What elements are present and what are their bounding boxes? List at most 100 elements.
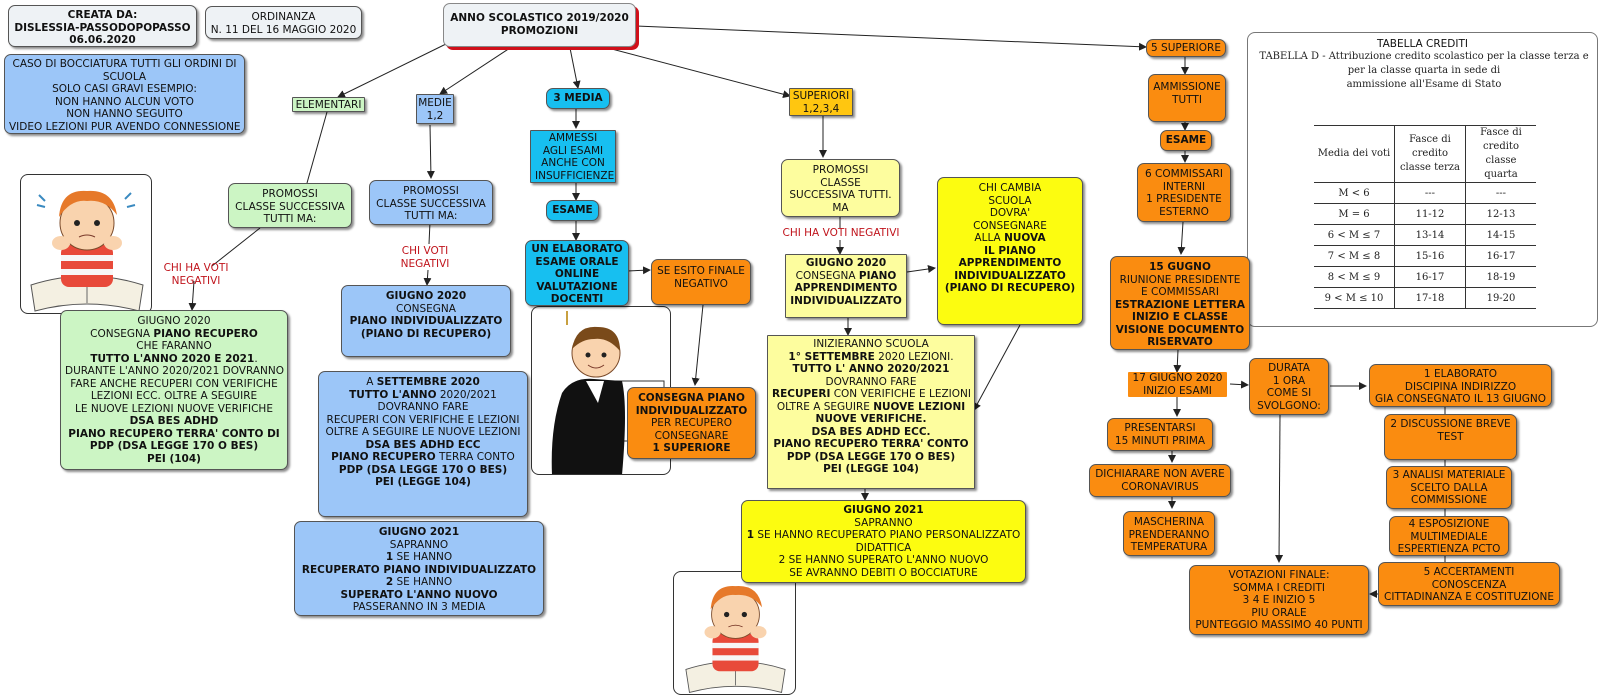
elaborato-line: VALUTAZIONE (536, 280, 618, 293)
text-run: VISIONE DOCUMENTO (1115, 323, 1245, 336)
text-run: TUTTO L'ANNO 2020 E 2021 (90, 352, 255, 365)
text-run: 1 (385, 551, 394, 563)
text-line: RECUPERATO PIANO INDIVIDUALIZZATO (299, 564, 539, 577)
text-run: NUOVE LEZIONI (873, 400, 966, 413)
votazioni-line: VOTAZIONI FINALE: (1228, 569, 1330, 581)
text-line: GIUGNO 2021 (746, 504, 1021, 517)
text-run: 1 (746, 529, 755, 541)
text-line: VISIONE DOCUMENTO (1115, 324, 1245, 337)
label-line: CHI VOTI (401, 245, 449, 257)
step-line: 2 DISCUSSIONE BREVE (1390, 418, 1511, 430)
presentarsi-line: PRESENTARSI (1124, 422, 1196, 434)
text-run: TUTTO L' ANNO 2020/2021 (792, 363, 950, 375)
table-cell: 8 < M ≤ 9 (1314, 266, 1395, 288)
text-run: DSA BES ADHD ECC (365, 438, 481, 451)
text-line: GIUGNO 2020 (65, 315, 283, 328)
text-line: GIUGNO 2020 (346, 290, 506, 303)
medie-title-line: MEDIE (418, 97, 452, 109)
text-run: INIZIERANNO SCUOLA (813, 338, 929, 350)
text-run: RISERVATO (1147, 336, 1213, 348)
text-run: PIANO INDIVIDUALIZZATO (349, 315, 503, 327)
text-run: PIANO RECUPERO TERRA' CONTO (773, 438, 969, 450)
step-line: 4 ESPOSIZIONE (1408, 518, 1490, 530)
root-node: ANNO SCOLASTICO 2019/2020 PROMOZIONI (443, 3, 636, 47)
text-line: PASSERANNO IN 3 MEDIA (299, 601, 539, 614)
text-run: A (366, 376, 377, 388)
text-run: SE HANNO RECUPERATO PIANO PERSONALIZZATO (754, 529, 1021, 541)
text-run: LEZIONI ECC. OLTRE A SEGUIRE (90, 390, 258, 402)
text-run: SE HANNO (393, 576, 453, 588)
text-run: OLTRE A SEGUIRE (776, 400, 874, 413)
text-line: 1° SETTEMBRE 2020 LEZIONI. (772, 351, 970, 364)
terza-esito: SE ESITO FINALE NEGATIVO (651, 259, 751, 305)
elaborato-line: UN ELABORATO (531, 243, 623, 255)
medie-negativi-label: CHI VOTI NEGATIVI (389, 245, 461, 270)
text-line: CHI CAMBIA (942, 182, 1078, 195)
bocciatura-line: SOLO CASI GRAVI ESEMPIO: (52, 83, 197, 95)
bocciatura-line: SCUOLA (102, 70, 147, 83)
text-run: LE NUOVE LEZIONI NUOVE VERIFICHE (75, 402, 273, 415)
ordinanza-line: ORDINANZA (251, 11, 316, 23)
text-run: DSA BES ADHD ECC. (811, 425, 931, 438)
text-run: INIZIO E CLASSE (1132, 311, 1228, 323)
text-run: (PIANO DI RECUPERO) (944, 282, 1076, 294)
text-line: RECUPERI CON VERIFICHE E LEZIONI (323, 414, 523, 427)
text-line: DURANTE L'ANNO 2020/2021 DOVRANNO (65, 365, 284, 378)
quinta-step5: 5 ACCERTAMENTI CONOSCENZA CITTADINANZA E… (1378, 562, 1560, 606)
table-cell: 11-12 (1394, 203, 1466, 225)
text-line: INDIVIDUALIZZATO (632, 405, 751, 418)
text-line: PDP (DSA LEGGE 170 O BES) (65, 440, 283, 453)
table-cell: 16-17 (1394, 266, 1466, 288)
bocciatura-line: VIDEO LEZIONI PUR AVENDO CONNESSIONE (9, 120, 241, 133)
table-cell: 6 < M ≤ 7 (1314, 224, 1395, 246)
text-line: 2 SE HANNO SUPERATO L'ANNO NUOVO (746, 554, 1021, 567)
tabella-crediti-panel: TABELLA CREDITI TABELLA D - Attribuzione… (1247, 32, 1598, 327)
text-line: RECUPERI CON VERIFICHE E LEZIONI (772, 388, 971, 401)
ammessi-line: INSUFFICIENZE (535, 169, 615, 182)
text-line: PDP (DSA LEGGE 170 O BES) (772, 451, 970, 464)
text-line: CONSEGNARE (942, 220, 1078, 233)
text-line: INDIVIDUALIZZATO (942, 270, 1078, 283)
text-run: 15 GUGNO (1149, 261, 1211, 273)
elementari-negativi-label: CHI HA VOTI NEGATIVI (160, 262, 232, 287)
text-run: CONSEGNA (795, 269, 859, 282)
text-line: RIUNIONE PRESIDENTE (1115, 274, 1245, 287)
inizio-line: INIZIO ESAMI (1143, 384, 1212, 397)
text-line: PIANO INDIVIDUALIZZATO (346, 315, 506, 328)
text-line: CONSEGNA PIANO (790, 270, 902, 283)
quinta-votazioni: VOTAZIONI FINALE: SOMMA I CREDITI 3 4 E … (1189, 565, 1369, 635)
text-run: SAPRANNO (854, 516, 913, 529)
quinta-inizio: 17 GIUGNO 2020 INIZIO ESAMI (1128, 372, 1227, 397)
table-header: Media dei voti (1314, 125, 1395, 183)
header-text: Fasce di credito (1480, 127, 1522, 152)
text-line: DIDATTICA (746, 542, 1021, 555)
elementari-title-text: ELEMENTARI (295, 99, 362, 111)
text-run: PIANO RECUPERO (331, 451, 436, 463)
text-run: 2020/2021 (436, 388, 497, 401)
text-line: 1 SUPERIORE (632, 442, 751, 455)
table-cell: 15-16 (1394, 245, 1466, 267)
text-line: SAPRANNO (299, 539, 539, 552)
step-line: CITTADINANZA E COSTITUZIONE (1384, 591, 1554, 603)
text-line: 15 GUGNO (1115, 261, 1245, 274)
esame-text: ESAME (552, 204, 593, 216)
table-cell: 19-20 (1465, 287, 1536, 309)
text-run: INDIVIDUALIZZATO (790, 294, 902, 307)
author-line: DISLESSIA-PASSODOPOPASSO (14, 21, 191, 34)
quinta-esame: ESAME (1160, 130, 1212, 151)
promossi-line: MA (832, 201, 849, 214)
text-line: GIUGNO 2021 (299, 526, 539, 539)
text-line: DOVRANNO FARE (772, 376, 970, 389)
text-run: SCUOLA (988, 194, 1032, 207)
text-line: PEI (LEGGE 104) (772, 463, 970, 476)
text-line: 1 SE HANNO RECUPERATO PIANO PERSONALIZZA… (746, 529, 1021, 542)
esame-text: ESAME (1165, 134, 1207, 146)
text-run: SE AVRANNO DEBITI O BOCCIATURE (789, 566, 978, 579)
text-run: CHI CAMBIA (978, 182, 1042, 194)
